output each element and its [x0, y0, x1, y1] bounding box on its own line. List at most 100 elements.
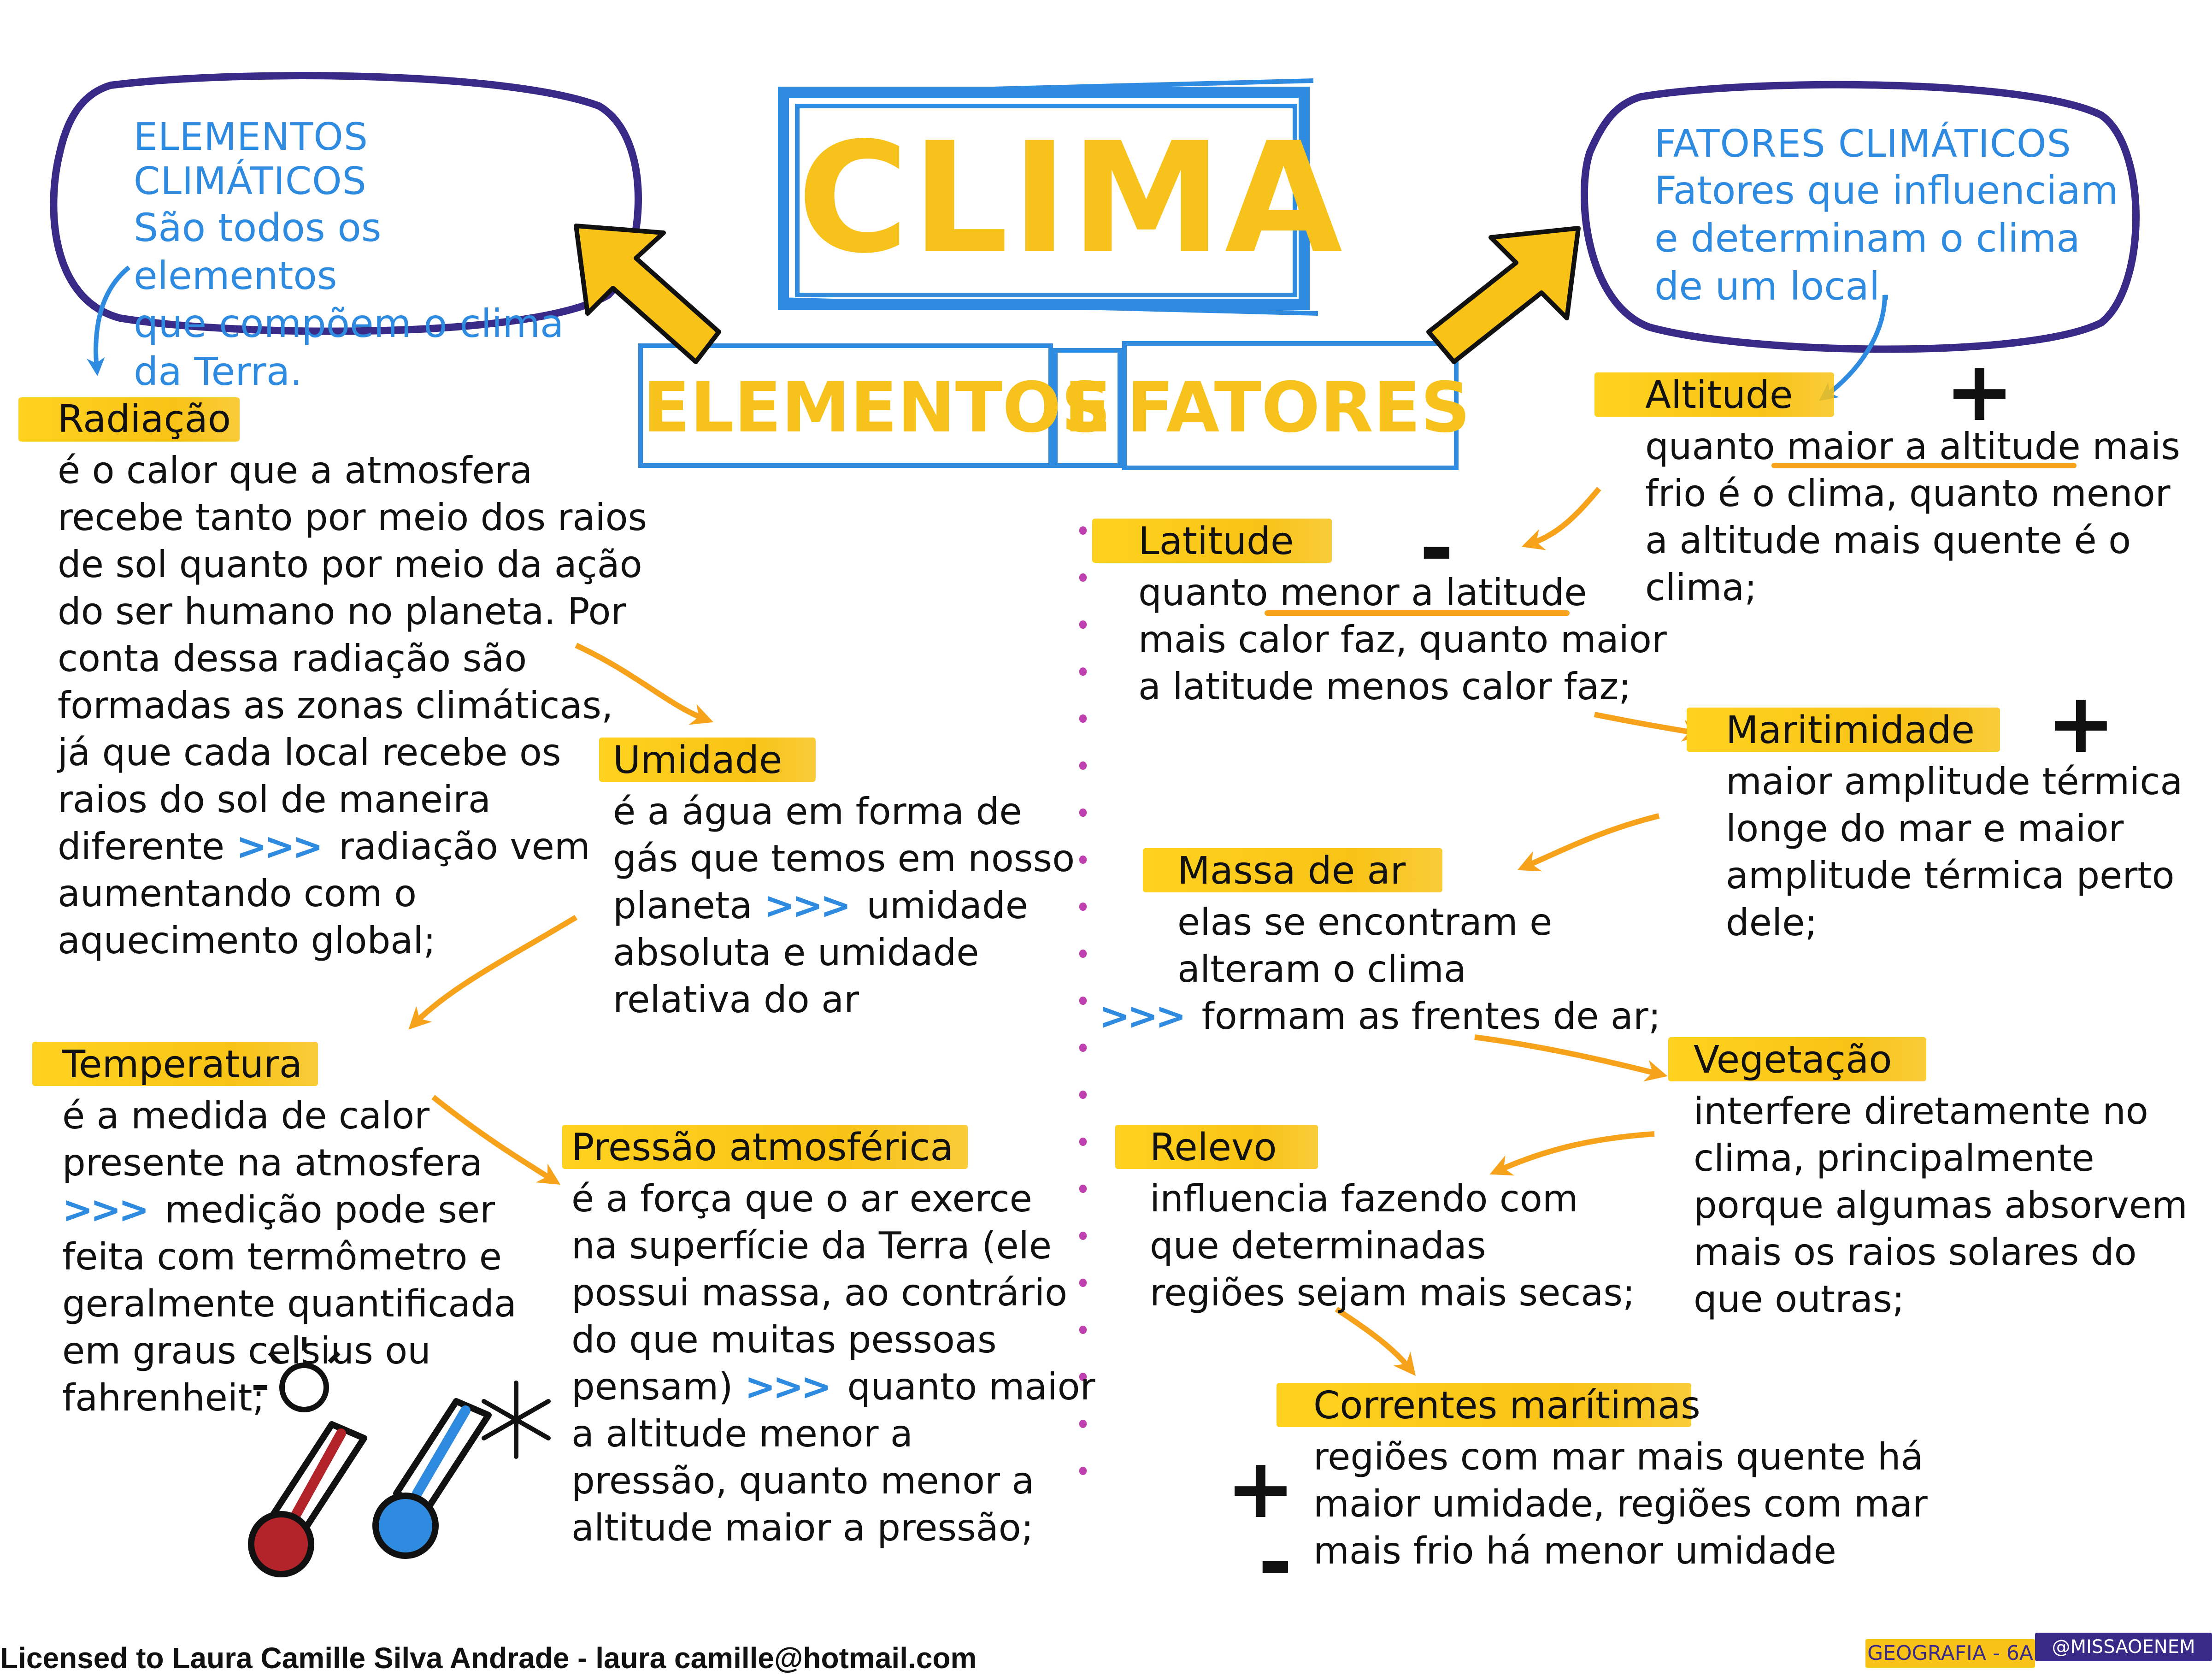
radiacao-line: do ser humano no planeta. Por: [58, 590, 626, 633]
subtitle-fatores: FATORES: [1127, 368, 1471, 448]
radiacao-line: aumentando com o: [58, 872, 417, 915]
chevrons-icon: >>>: [236, 825, 323, 868]
sign-minus-correntes: -: [1258, 1514, 1293, 1611]
umidade-word: umidade: [866, 884, 1028, 927]
radiacao-line: aquecimento global;: [58, 919, 436, 962]
chevrons-icon: >>>: [1099, 995, 1186, 1038]
arrow-temperatura-pressao: [431, 1095, 561, 1185]
license-notice: Licensed to Laura Camille Silva Andrade …: [0, 1641, 977, 1675]
elementos-bubble-title: ELEMENTOS CLIMÁTICOS: [134, 115, 368, 203]
arrow-vegetacao-relevo: [1489, 1131, 1655, 1176]
text-correntes: regiões com mar mais quente há maior umi…: [1313, 1434, 1959, 1575]
text-temperatura: é a medida de calor presente na atmosfer…: [62, 1092, 523, 1422]
correntes-line: regiões com mar mais quente há: [1313, 1435, 1924, 1478]
highlight-radiacao: [18, 397, 240, 442]
vegetacao-line: porque algumas absorvem: [1694, 1184, 2188, 1227]
label-altitude: Altitude: [1645, 373, 1793, 417]
label-pressao: Pressão atmosférica: [571, 1126, 953, 1169]
vegetacao-line: clima, principalmente: [1694, 1137, 2094, 1180]
subject-badge: GEOGRAFIA - 6A: [1865, 1639, 2035, 1668]
highlight-relevo: [1115, 1125, 1318, 1169]
relevo-line: regiões sejam mais secas;: [1150, 1271, 1635, 1314]
altitude-word: quanto: [1645, 425, 1787, 468]
pressao-line: do que muitas pessoas: [571, 1318, 997, 1361]
highlight-latitude: [1092, 519, 1332, 563]
highlight-vegetacao: [1668, 1037, 1926, 1081]
arrow-massa-vegetacao: [1474, 1034, 1668, 1082]
fatores-bubble-title: FATORES CLIMÁTICOS: [1654, 122, 2071, 166]
label-maritimidade: Maritimidade: [1726, 708, 1975, 752]
subtitle-box-fatores: [1122, 341, 1459, 470]
sign-plus-maritimidade: +: [2046, 675, 2116, 772]
elementos-bubble: ELEMENTOS CLIMÁTICOS São todos os elemen…: [134, 115, 594, 395]
text-umidade: é a água em forma de gás que temos em no…: [613, 788, 1075, 1023]
highlight-massa: [1143, 848, 1442, 892]
massa-word: formam as frentes de ar;: [1201, 995, 1661, 1038]
label-radiacao: Radiação: [58, 397, 231, 441]
text-latitude: quanto menor a latitude mais calor faz, …: [1138, 569, 1673, 710]
radiacao-word: diferente: [58, 825, 225, 868]
relevo-line: influencia fazendo com: [1150, 1177, 1578, 1220]
temperatura-line: é a medida de calor: [62, 1094, 429, 1137]
elementos-bubble-line: que compõem o clima: [134, 301, 564, 346]
chevrons-icon: >>>: [764, 884, 851, 927]
maritimidade-line: longe do mar e maior: [1726, 807, 2124, 850]
altitude-line: quanto maior a altitude mais: [1645, 423, 2180, 470]
altitude-underlined: maior a altitude: [1786, 425, 2081, 468]
pressao-line: altitude maior a pressão;: [571, 1506, 1034, 1549]
text-radiacao: é o calor que a atmosfera recebe tanto p…: [58, 447, 647, 964]
altitude-line: a altitude mais quente é o: [1645, 519, 2131, 562]
text-massa: elas se encontram e alteram o clima >>> …: [1099, 899, 1661, 1040]
pressao-line: a altitude menor a: [571, 1412, 913, 1455]
fatores-bubble-line: e determinam o clima: [1654, 216, 2080, 261]
thermometer-hot-icon: [248, 1337, 367, 1577]
pressao-line: pressão, quanto menor a: [571, 1459, 1035, 1502]
altitude-word: mais: [2080, 425, 2181, 468]
radiacao-line: recebe tanto por meio dos raios: [58, 496, 647, 539]
temperatura-line: fahrenheit;: [62, 1376, 265, 1419]
text-pressao: é a força que o ar exerce na superfície …: [571, 1175, 1095, 1552]
latitude-word: quanto: [1138, 571, 1280, 614]
label-correntes: Correntes marítimas: [1313, 1384, 1700, 1428]
umidade-word: planeta: [613, 884, 753, 927]
massa-line: alteram o clima: [1177, 948, 1466, 991]
umidade-line: é a água em forma de: [613, 790, 1022, 833]
latitude-line: mais calor faz, quanto maior: [1138, 618, 1667, 661]
pressao-word: quanto maior: [847, 1365, 1095, 1408]
umidade-line: relativa do ar: [613, 978, 859, 1021]
vegetacao-line: mais os raios solares do: [1694, 1231, 2137, 1274]
massa-line: >>> formam as frentes de ar;: [1099, 993, 1661, 1040]
altitude-line: clima;: [1645, 566, 1757, 609]
temperatura-line: >>> medição pode ser: [62, 1186, 523, 1233]
text-vegetacao: interfere diretamente no clima, principa…: [1694, 1088, 2200, 1323]
temperatura-line: geralmente quantificada: [62, 1282, 517, 1325]
latitude-line: a latitude menos calor faz;: [1138, 665, 1631, 708]
arrow-relevo-correntes: [1335, 1307, 1416, 1376]
highlight-umidade: [599, 738, 816, 782]
elementos-pointer-arrow: [86, 266, 131, 376]
temperatura-line: em graus celsius ou: [62, 1329, 431, 1372]
sign-plus-correntes: +: [1226, 1440, 1295, 1537]
subtitle-elementos: ELEMENTOS: [643, 368, 1111, 448]
vegetacao-line: que outras;: [1694, 1278, 1905, 1321]
elementos-bubble-line: São todos os elementos: [134, 205, 382, 298]
sign-plus-altitude: +: [1945, 343, 2014, 440]
latitude-line: quanto menor a latitude: [1138, 569, 1673, 616]
fatores-bubble-line: de um local.: [1654, 264, 1892, 309]
pressao-line: é a força que o ar exerce: [571, 1177, 1032, 1220]
label-temperatura: Temperatura: [62, 1043, 303, 1086]
umidade-line: gás que temos em nosso: [613, 837, 1075, 880]
correntes-line: maior umidade, regiões com mar: [1313, 1482, 1928, 1525]
latitude-underlined: menor a latitude: [1279, 571, 1587, 614]
label-vegetacao: Vegetação: [1694, 1038, 1892, 1082]
maritimidade-line: amplitude térmica perto: [1726, 854, 2175, 897]
radiacao-line: de sol quanto por meio da ação: [58, 543, 642, 586]
subtitle-box-elementos: [638, 343, 1053, 468]
label-massa: Massa de ar: [1177, 849, 1406, 893]
radiacao-line: é o calor que a atmosfera: [58, 449, 533, 492]
text-relevo: influencia fazendo com que determinadas …: [1150, 1175, 1635, 1316]
label-umidade: Umidade: [613, 738, 782, 782]
highlight-pressao: [562, 1125, 968, 1169]
elementos-bubble-line: da Terra.: [134, 349, 302, 394]
